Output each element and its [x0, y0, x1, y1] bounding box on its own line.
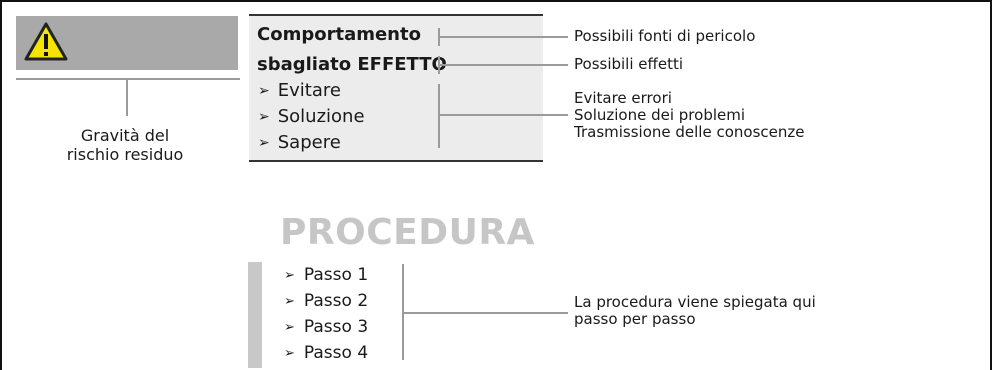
behavior-item-label: Soluzione — [277, 106, 365, 127]
procedure-step-label: Passo 3 — [303, 317, 369, 337]
behavior-item-label: Sapere — [277, 132, 341, 153]
arrow-bullet-icon: ➢ — [284, 268, 295, 283]
behavior-title-line-1: Comportamento — [257, 24, 421, 45]
procedure-step-label: Passo 4 — [303, 343, 369, 363]
warning-underline — [16, 78, 240, 80]
caption-line-1: Gravità del — [80, 126, 170, 145]
bracket-effetti — [438, 56, 440, 74]
procedure-heading: PROCEDURA — [280, 212, 535, 253]
connector-gravita — [126, 80, 128, 116]
frame-left-border — [0, 0, 2, 370]
frame-top-border — [0, 0, 992, 2]
annotation-effetti: Possibili effetti — [574, 55, 683, 73]
arrow-bullet-icon: ➢ — [258, 135, 270, 151]
arrow-bullet-icon: ➢ — [284, 320, 295, 335]
behavior-item: ➢ Evitare — [258, 80, 341, 101]
arrow-bullet-icon: ➢ — [258, 109, 270, 125]
annotation-group-2: Soluzione dei problemi — [574, 106, 746, 124]
procedure-step: ➢ Passo 2 — [284, 291, 368, 311]
procedure-step: ➢ Passo 3 — [284, 317, 368, 337]
connector-effetti — [440, 64, 568, 66]
bracket-procedure — [402, 264, 404, 360]
behavior-item: ➢ Sapere — [258, 132, 341, 153]
warning-triangle-icon — [24, 22, 68, 61]
bracket-fonti — [438, 28, 440, 46]
procedure-step-label: Passo 2 — [303, 291, 369, 311]
connector-fonti — [440, 36, 568, 38]
arrow-bullet-icon: ➢ — [258, 83, 270, 99]
annotation-fonti: Possibili fonti di pericolo — [574, 27, 756, 45]
behavior-box-top-border — [249, 14, 543, 16]
arrow-bullet-icon: ➢ — [284, 346, 295, 361]
behavior-item: ➢ Soluzione — [258, 106, 365, 127]
risk-severity-caption: Gravità del rischio residuo — [40, 126, 210, 164]
annotation-group-3: Trasmissione delle conoscenze — [574, 123, 805, 141]
behavior-title-line-2: sbagliato EFFETTO — [257, 54, 447, 75]
procedure-step: ➢ Passo 4 — [284, 343, 368, 363]
procedure-step: ➢ Passo 1 — [284, 265, 368, 285]
procedure-note-line-2: passo per passo — [574, 310, 696, 328]
arrow-bullet-icon: ➢ — [284, 294, 295, 309]
frame-right-border — [990, 0, 992, 370]
bracket-items — [438, 84, 440, 148]
connector-items — [440, 114, 568, 116]
caption-line-2: rischio residuo — [66, 145, 184, 164]
connector-procedure — [404, 312, 568, 314]
behavior-item-label: Evitare — [277, 80, 341, 101]
behavior-box-bottom-border — [249, 160, 543, 162]
procedure-side-bar — [248, 262, 262, 368]
procedure-step-label: Passo 1 — [303, 265, 369, 285]
annotation-group-1: Evitare errori — [574, 89, 672, 107]
procedure-note-line-1: La procedura viene spiegata qui — [574, 293, 816, 311]
behavior-box — [249, 14, 543, 162]
